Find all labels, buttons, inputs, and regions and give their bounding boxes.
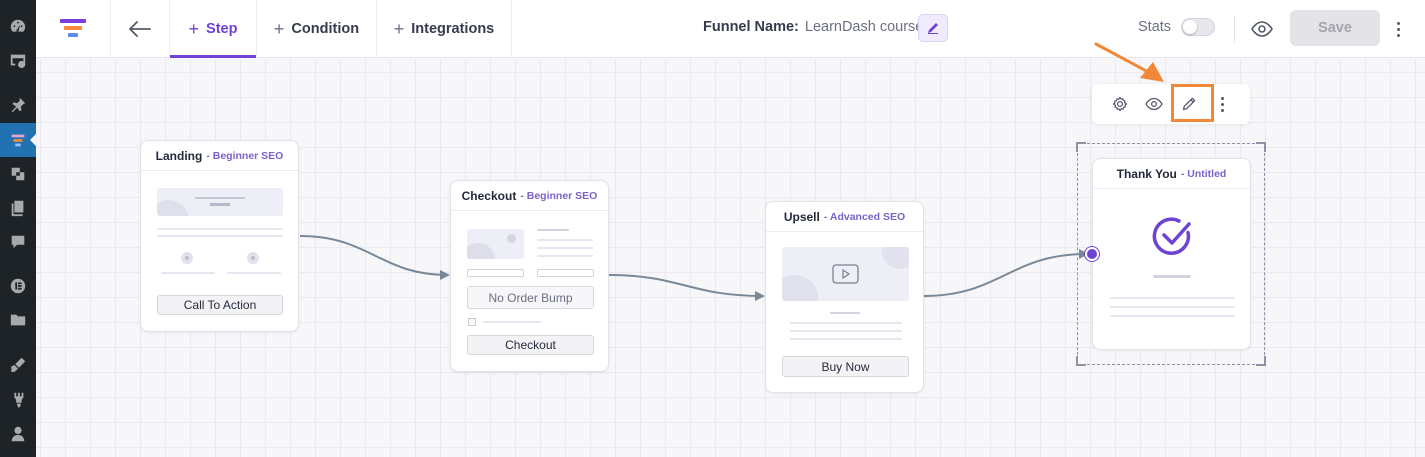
preview-button[interactable] <box>1249 16 1275 42</box>
elementor-icon[interactable] <box>0 269 36 303</box>
appearance-icon[interactable] <box>0 348 36 382</box>
plus-icon: + <box>393 18 405 39</box>
play-video-icon <box>832 264 859 284</box>
comments-icon[interactable] <box>0 225 36 259</box>
back-button[interactable] <box>111 0 170 58</box>
pencil-icon[interactable] <box>1179 94 1199 114</box>
step-template: - Beginner SEO <box>206 149 284 162</box>
step-card-checkout[interactable]: Checkout - Beginner SEO No Order Bump Ch… <box>450 180 609 372</box>
tab-step-label: Step <box>206 21 238 37</box>
pencil-icon <box>928 23 938 34</box>
funnel-name-value: LearnDash course <box>804 19 924 35</box>
tab-integrations[interactable]: + Integrations <box>377 0 512 58</box>
step-card-header: Upsell - Advanced SEO <box>766 202 923 232</box>
step-card-landing[interactable]: Landing - Beginner SEO Call To Action <box>140 140 299 332</box>
order-bump-preview: No Order Bump <box>467 286 594 309</box>
step-card-header: Landing - Beginner SEO <box>141 141 298 171</box>
pages-icon[interactable] <box>0 191 36 225</box>
tab-step[interactable]: + Step <box>170 0 257 58</box>
step-title: Upsell <box>783 209 820 224</box>
tab-condition[interactable]: + Condition <box>257 0 377 58</box>
annotation-highlight <box>1171 84 1214 122</box>
step-title: Thank You <box>1116 166 1177 181</box>
calendar-check-icon[interactable] <box>0 43 36 77</box>
step-input-handle[interactable] <box>1085 247 1099 261</box>
settings-icon[interactable] <box>1110 94 1130 114</box>
step-card-header: Checkout - Beginner SEO <box>451 181 608 211</box>
more-vertical-icon[interactable] <box>1390 16 1406 42</box>
edit-funnel-name-button[interactable] <box>918 14 948 42</box>
funnel-logo-icon[interactable] <box>36 0 111 58</box>
tab-condition-label: Condition <box>291 21 360 37</box>
folder-icon[interactable] <box>0 303 36 337</box>
tab-integrations-label: Integrations <box>411 21 495 37</box>
dashboard-icon[interactable] <box>0 9 36 43</box>
check-circle-icon <box>1152 217 1191 255</box>
stats-toggle[interactable] <box>1181 18 1215 36</box>
funnel-name: Funnel Name: LearnDash course <box>703 19 923 35</box>
plus-icon: + <box>188 18 200 39</box>
step-title: Checkout <box>461 188 517 203</box>
plugins-icon[interactable] <box>0 383 36 417</box>
step-card-thank-you[interactable]: Thank You - Untitled <box>1092 158 1251 350</box>
more-vertical-icon[interactable] <box>1218 95 1226 113</box>
checkout-preview-button: Checkout <box>467 335 594 355</box>
step-card-header: Thank You - Untitled <box>1093 159 1250 189</box>
step-template: - Advanced SEO <box>823 210 906 223</box>
buy-now-preview-button: Buy Now <box>782 356 909 377</box>
funnel-editor-topbar: + Step + Condition + Integrations Funnel… <box>36 0 1425 58</box>
save-button[interactable]: Save <box>1290 10 1380 46</box>
annotation-arrow-icon <box>1094 42 1164 82</box>
media-icon[interactable] <box>0 157 36 191</box>
arrow-left-icon <box>129 21 151 37</box>
wp-admin-sidebar <box>0 0 36 457</box>
users-icon[interactable] <box>0 417 36 451</box>
cta-preview-button: Call To Action <box>157 295 283 315</box>
divider <box>1234 16 1235 42</box>
pin-icon[interactable] <box>0 88 36 122</box>
step-template: - Beginner SEO <box>520 189 598 202</box>
step-template: - Untitled <box>1180 167 1227 180</box>
eye-icon[interactable] <box>1144 94 1164 114</box>
stats-label: Stats <box>1138 19 1172 35</box>
funnel-name-label: Funnel Name: <box>703 19 799 35</box>
selection-frame <box>1076 142 1266 366</box>
eye-icon <box>1251 21 1273 37</box>
step-card-upsell[interactable]: Upsell - Advanced SEO Buy Now <box>765 201 924 393</box>
funnel-plugin-icon[interactable] <box>0 123 36 157</box>
step-title: Landing <box>155 148 203 163</box>
plus-icon: + <box>273 18 285 39</box>
